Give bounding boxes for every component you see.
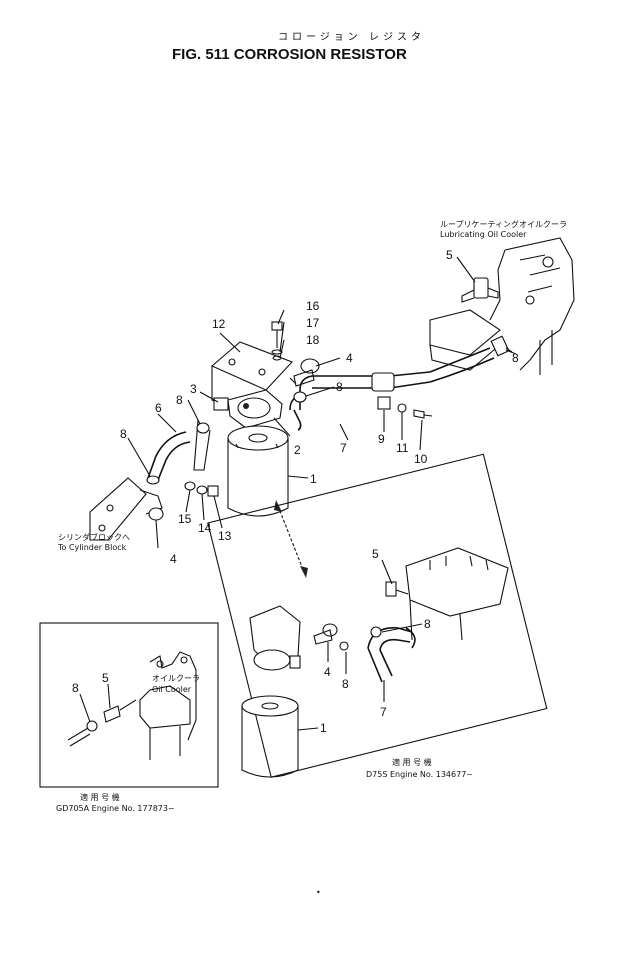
callout-12: 12	[212, 317, 226, 331]
inset-right-callout-5: 5	[372, 547, 379, 561]
inset-right-filter	[241, 695, 299, 778]
callout-4-lower: 4	[170, 552, 177, 566]
callout-18: 18	[306, 333, 320, 347]
callout-13: 13	[218, 529, 232, 543]
resistor-head	[213, 389, 283, 429]
title-japanese: コロージョン レジスタ	[278, 31, 425, 43]
callout-6: 6	[155, 401, 162, 415]
inset-right-applicability-jp: 適 用 号 機	[392, 757, 432, 767]
inset-left-frame	[39, 622, 219, 788]
callout-10: 10	[414, 452, 428, 466]
inset-right-callout-8b: 8	[342, 677, 349, 691]
inset-right-frame	[207, 453, 548, 778]
callout-1-main: 1	[310, 472, 317, 486]
callout-8-center: 8	[336, 380, 343, 394]
lube-cooler-label: Lubricating Oil Cooler	[440, 230, 527, 239]
lubricating-oil-cooler	[429, 237, 575, 375]
hose-clamp-right	[490, 335, 510, 357]
elbow-fitting-top	[461, 277, 499, 303]
tube-main	[289, 347, 495, 431]
reference-arrow	[274, 500, 308, 578]
oil-cooler-label-jp: オイルクーラ	[152, 674, 200, 683]
callout-2: 2	[294, 443, 301, 457]
callout-17: 17	[306, 316, 320, 330]
callout-16: 16	[306, 299, 320, 313]
inset-right-callout-8a: 8	[424, 617, 431, 631]
inset-right-engine: D75S Engine No. 134677~	[366, 770, 473, 779]
inset-left-callout-8: 8	[72, 681, 79, 695]
inset-left-oil-cooler	[139, 651, 197, 760]
registration-mark: •	[316, 888, 321, 897]
callout-8-head: 8	[176, 393, 183, 407]
inset-right-callout-4: 4	[324, 665, 331, 679]
inset-right-tube	[367, 626, 416, 683]
inset-right-leader-1	[297, 727, 319, 731]
callout-3: 3	[190, 382, 197, 396]
inset-left-fitting	[67, 699, 137, 747]
inset-right-head	[249, 605, 301, 671]
oil-cooler-label: Oil Cooler	[152, 685, 192, 694]
inset-left-leader-5	[107, 683, 111, 709]
valve-upper	[289, 358, 320, 387]
bolt-stack	[271, 321, 283, 361]
inset-left-applicability-jp: 適 用 号 機	[80, 792, 120, 802]
inset-right-callout-1: 1	[320, 721, 327, 735]
hose-clamp-left-upper	[196, 422, 210, 434]
callout-4-upper: 4	[346, 351, 353, 365]
callout-9: 9	[378, 432, 385, 446]
inset-left-callout-5: 5	[102, 671, 109, 685]
inset-left-leader-8	[79, 693, 91, 723]
inset-right-engine-cover	[405, 547, 509, 641]
filter-cartridge	[227, 425, 289, 517]
drain-parts	[184, 481, 219, 497]
leader-lines	[127, 309, 513, 549]
inset-right-valve	[313, 623, 349, 651]
callout-5-main: 5	[446, 248, 453, 262]
page-title: FIG. 511 CORROSION RESISTOR	[172, 46, 407, 63]
inset-right-fitting	[385, 581, 409, 597]
lube-cooler-label-jp: ループリケーティングオイルクーラ	[440, 219, 567, 229]
callout-8-left: 8	[120, 427, 127, 441]
hose-to-cylinder	[89, 431, 191, 541]
inset-right-callout-7: 7	[380, 705, 387, 719]
clamp-bracket	[377, 396, 433, 419]
hose-clamp-center	[293, 391, 307, 403]
inset-right-leader-8a	[381, 623, 423, 633]
inset-right-leader-5	[381, 559, 393, 585]
callout-11: 11	[396, 441, 409, 455]
cyl-block-label-jp: シリンダブロックへ	[58, 532, 130, 542]
callout-7-main: 7	[340, 441, 347, 455]
inset-left-engine: GD705A Engine No. 177873~	[56, 804, 175, 813]
cyl-block-label: To Cylinder Block	[57, 543, 127, 552]
callout-15: 15	[178, 512, 192, 526]
callout-8-right: 8	[512, 351, 519, 365]
